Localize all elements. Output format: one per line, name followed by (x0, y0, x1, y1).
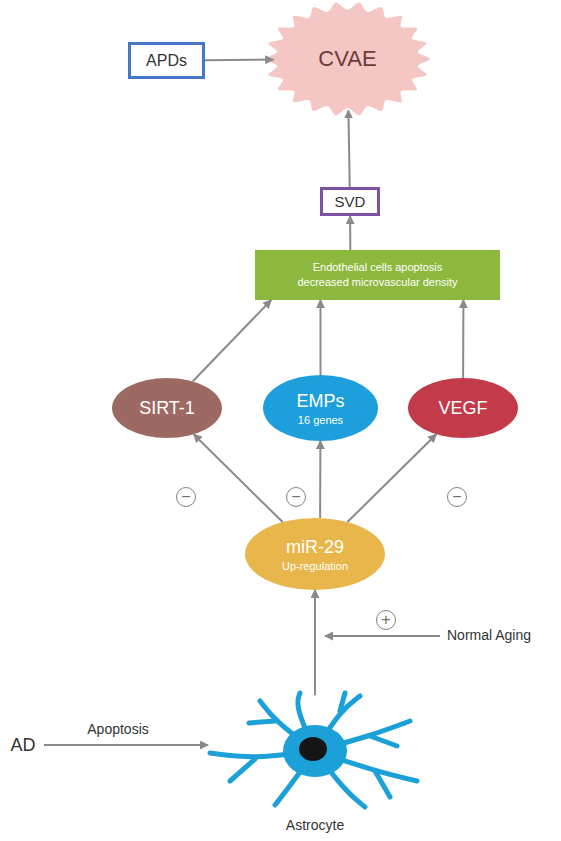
outcome-starburst-text: CVAE (318, 46, 376, 72)
astrocyte-process (230, 759, 255, 781)
mirna-ellipse: miR-29Up-regulation (245, 518, 385, 590)
edge-label: Apoptosis (87, 721, 148, 737)
astrocyte-cell-text: Astrocyte (205, 817, 425, 833)
astrocyte-cell-outline (205, 693, 425, 811)
inhibit-sign: − (176, 487, 196, 507)
disease-box-text: SVD (335, 193, 366, 210)
arrow-connector (193, 300, 272, 381)
inhibit-sign: − (447, 487, 467, 507)
gene-ellipse: VEGF (408, 378, 518, 438)
ellipse-fill (112, 378, 222, 438)
modifier-text: Normal Aging (447, 627, 557, 647)
arrow-connector (462, 300, 464, 378)
disease-box: SVD (320, 187, 380, 216)
process-box: Endothelial cells apoptosis decreased mi… (255, 250, 500, 300)
ellipse-fill (245, 518, 385, 590)
arrow-connector (320, 300, 322, 375)
arrow-connector (44, 744, 208, 746)
gene-ellipse-text: EMPs (296, 391, 344, 412)
mirna-ellipse-text: miR-29 (286, 537, 344, 558)
gene-ellipse: EMPs 16 genes (263, 375, 378, 441)
astrocyte-cell: Astrocyte (205, 693, 425, 811)
arrow-connector (319, 441, 321, 518)
astrocyte-process (370, 736, 397, 746)
gene-ellipse-text: SIRT-1 (139, 398, 195, 419)
arrow-connector (205, 59, 273, 62)
gene-ellipse: SIRT-1 (112, 378, 222, 438)
mirna-ellipse-text: Up-regulation (282, 560, 348, 572)
astrocyte-process (249, 721, 275, 723)
astrocyte-body (283, 725, 347, 777)
outcome-starburst: CVAE (265, 2, 430, 116)
promote-sign: + (376, 610, 396, 630)
inhibit-sign: − (286, 487, 306, 507)
arrow-connector (194, 434, 283, 522)
ellipse-fill (263, 375, 378, 441)
starburst-fill (265, 3, 430, 116)
process-box-text: Endothelial cells apoptosis decreased mi… (288, 260, 468, 291)
condition-text: AD (2, 730, 44, 760)
astrocyte-process (340, 693, 345, 711)
astrocyte-nucleus (299, 737, 327, 761)
leader-arrow (325, 635, 440, 637)
astrocyte-process (375, 771, 390, 797)
arrow-connector (347, 434, 436, 522)
gene-ellipse-text: VEGF (438, 398, 487, 419)
arrow-connector (349, 216, 351, 250)
arrow-connector (314, 590, 316, 695)
gene-ellipse-text: 16 genes (298, 414, 343, 426)
condition-text-text: AD (10, 735, 35, 756)
arrow-connector (348, 110, 349, 187)
drug-box-text: APDs (146, 52, 187, 70)
drug-box: APDs (128, 42, 205, 79)
ellipse-fill (408, 378, 518, 438)
